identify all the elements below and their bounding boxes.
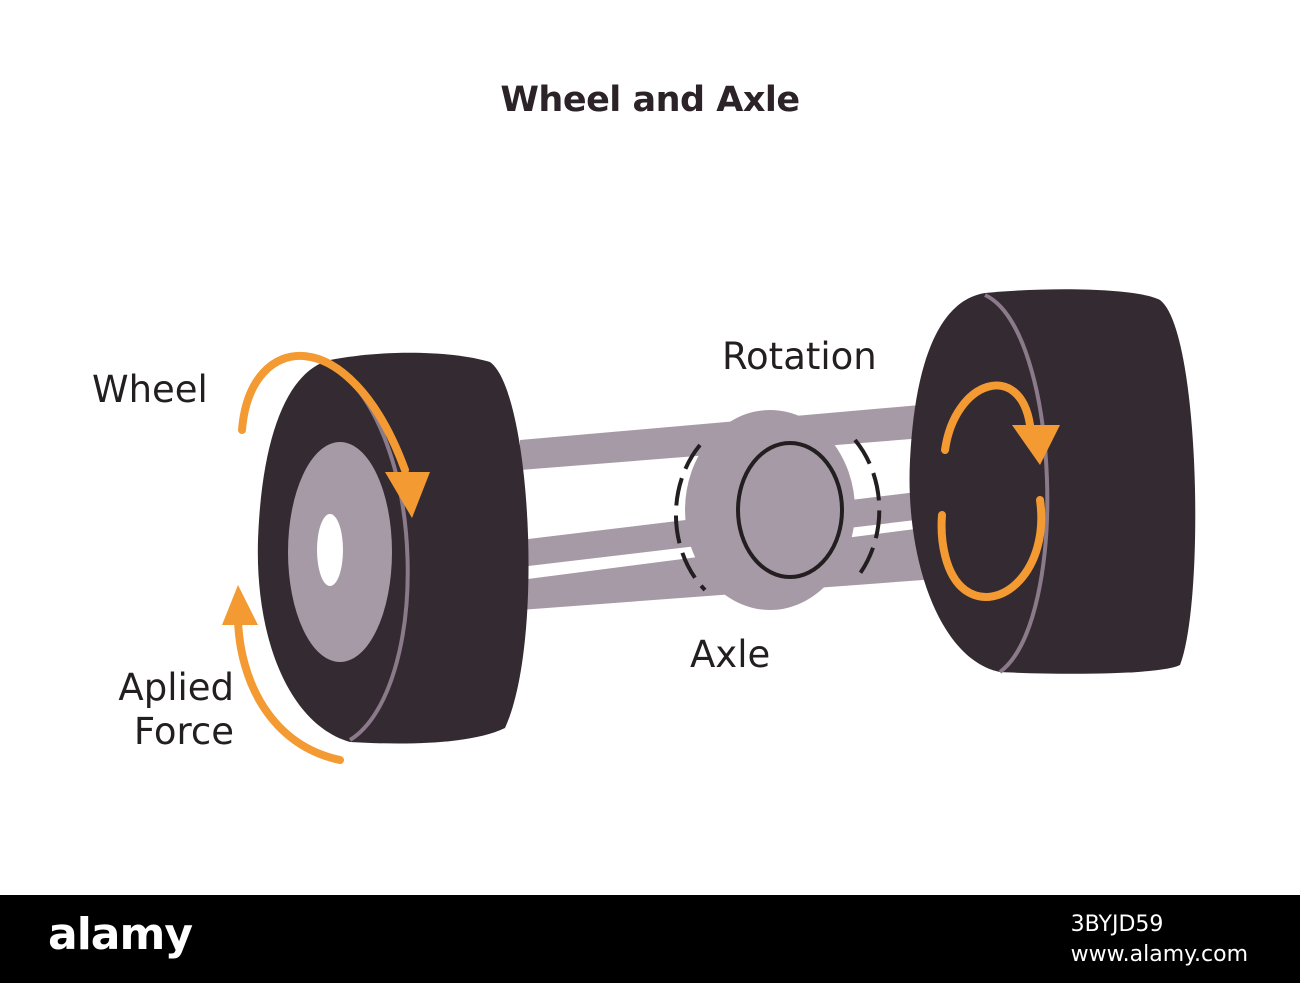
wheel-axle-illustration <box>222 289 1196 764</box>
wheel-rotation-arrow-icon <box>238 351 409 474</box>
right-wheel <box>909 289 1196 674</box>
applied-force-label-line2: Force <box>133 710 234 753</box>
site-url-text: www.alamy.com <box>1070 942 1248 967</box>
wheel-label: Wheel <box>92 368 208 411</box>
watermark-bar: alamy 3BYJD59 www.alamy.com <box>0 895 1300 983</box>
left-wheel-hub-hole <box>317 514 343 586</box>
axle-label: Axle <box>690 633 771 676</box>
watermark-info: 3BYJD59 www.alamy.com <box>1071 910 1248 970</box>
applied-force-arrow-icon <box>234 616 344 764</box>
applied-force-label-line1: Aplied <box>118 666 234 709</box>
rotation-arrowhead-icon <box>1012 425 1060 465</box>
watermark-brand: alamy <box>48 909 193 960</box>
applied-force-label: Aplied Force <box>92 666 234 754</box>
applied-force-arrowhead-icon <box>222 585 258 625</box>
diagram-title: Wheel and Axle <box>500 80 800 120</box>
rotation-label: Rotation <box>722 335 877 378</box>
differential-housing <box>674 410 882 610</box>
rotation-arrow-icon <box>937 381 1046 601</box>
wheel-rotation-arrowhead-icon <box>385 472 430 518</box>
image-id-text: 3BYJD59 <box>1070 912 1164 937</box>
